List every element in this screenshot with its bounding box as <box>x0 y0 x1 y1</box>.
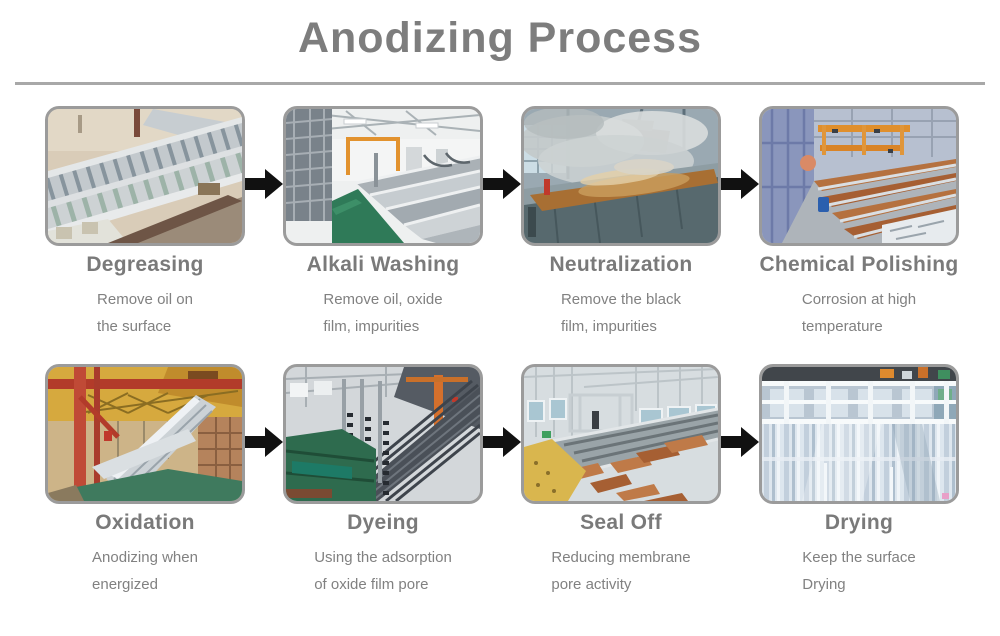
desc-line-1: Using the adsorption <box>314 549 452 566</box>
desc-line-2: the surface <box>97 318 172 335</box>
arrow-right-icon <box>245 427 283 457</box>
desc-line-2: film, impurities <box>560 318 657 335</box>
photo-chemical-polishing <box>759 106 959 246</box>
step-description: Using the adsorption of oxide film pore <box>283 544 483 598</box>
step-chemical-polishing: Chemical Polishing Corrosion at high tem… <box>759 106 959 340</box>
step-description: Corrosion at high temperature <box>759 286 959 340</box>
arrow-right-icon <box>721 427 759 457</box>
process-row-2: Oxidation Anodizing when energized <box>0 364 1000 598</box>
page-title: Anodizing Process <box>297 14 703 62</box>
photo-dyeing <box>283 364 483 504</box>
step-title: Chemical Polishing <box>759 253 959 276</box>
step-degreasing: Degreasing Remove oil on the surface <box>45 106 245 340</box>
step-oxidation: Oxidation Anodizing when energized <box>45 364 245 598</box>
desc-line-1: Remove oil, oxide <box>323 291 443 308</box>
step-title: Drying <box>824 511 894 534</box>
step-alkali-washing: Alkali Washing Remove oil, oxide film, i… <box>283 106 483 340</box>
step-description: Reducing membrane pore activity <box>521 544 721 598</box>
photo-drying <box>759 364 959 504</box>
desc-line-2: Drying <box>802 576 846 593</box>
desc-line-2: film, impurities <box>323 318 420 335</box>
desc-line-1: Corrosion at high <box>801 291 917 308</box>
arrow-right-icon <box>721 169 759 199</box>
desc-line-2: energized <box>92 576 158 593</box>
step-title: Dyeing <box>347 511 419 534</box>
photo-alkali-washing <box>283 106 483 246</box>
step-title: Oxidation <box>95 511 195 534</box>
step-title: Neutralization <box>549 253 693 276</box>
process-row-1: Degreasing Remove oil on the surface <box>0 106 1000 340</box>
desc-line-2: pore activity <box>551 576 632 593</box>
desc-line-2: temperature <box>801 318 883 335</box>
photo-neutralization <box>521 106 721 246</box>
step-description: Remove the black film, impurities <box>521 286 721 340</box>
desc-line-1: Reducing membrane <box>551 549 691 566</box>
photo-seal-off <box>521 364 721 504</box>
step-title: Seal Off <box>580 511 662 534</box>
arrow-right-icon <box>483 169 521 199</box>
step-drying: Drying Keep the surface Drying <box>759 364 959 598</box>
step-description: Remove oil, oxide film, impurities <box>283 286 483 340</box>
step-description: Remove oil on the surface <box>45 286 245 340</box>
desc-line-1: Keep the surface <box>802 549 916 566</box>
desc-line-2: of oxide film pore <box>314 576 429 593</box>
photo-oxidation <box>45 364 245 504</box>
step-dyeing: Dyeing Using the adsorption of oxide fil… <box>283 364 483 598</box>
step-title: Degreasing <box>86 253 204 276</box>
step-title: Alkali Washing <box>306 253 460 276</box>
desc-line-1: Remove oil on <box>97 291 193 308</box>
step-description: Anodizing when energized <box>45 544 245 598</box>
step-description: Keep the surface Drying <box>759 544 959 598</box>
desc-line-1: Remove the black <box>560 291 682 308</box>
desc-line-1: Anodizing when <box>92 549 198 566</box>
divider-line <box>15 82 985 85</box>
arrow-right-icon <box>245 169 283 199</box>
photo-degreasing <box>45 106 245 246</box>
arrow-right-icon <box>483 427 521 457</box>
step-seal-off: Seal Off Reducing membrane pore activity <box>521 364 721 598</box>
step-neutralization: Neutralization Remove the black film, im… <box>521 106 721 340</box>
